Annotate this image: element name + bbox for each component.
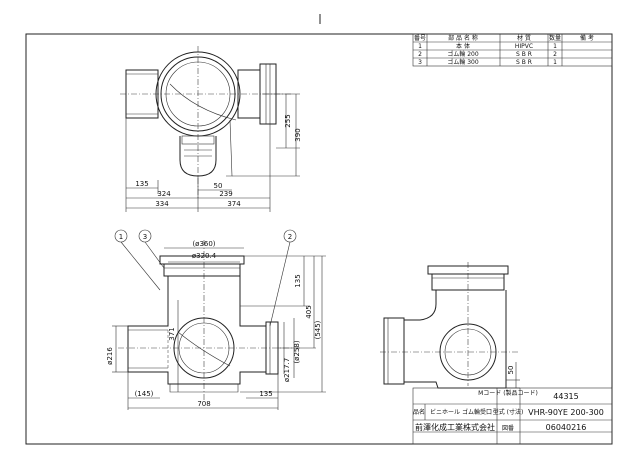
dim-50: 50: [214, 182, 223, 190]
dim-d3204: ø320.4: [192, 252, 217, 260]
title-block: Mコード (製品コード) 44315 品名 ビニホール ゴム輪受口 型式 (寸法…: [412, 387, 613, 445]
name-label: 品名: [413, 408, 425, 416]
dim-d360: (ø360): [192, 240, 215, 248]
table-row-3-material: S B R: [516, 59, 532, 66]
top-view: 255 390 135 324 50 239 334 374: [120, 46, 302, 212]
table-row-2-qty: 2: [553, 51, 557, 58]
table-row-3-qty: 1: [553, 59, 557, 66]
mcode-value: 44315: [553, 392, 578, 401]
balloon-1-label: 1: [119, 233, 123, 241]
table-row-1-no: 1: [418, 43, 422, 50]
model-label: 型式 (寸法): [493, 408, 524, 416]
dim-d258: (ø258): [293, 340, 301, 363]
table-header-no: 番号: [414, 35, 426, 42]
name-value: ビニホール ゴム輪受口: [430, 408, 492, 416]
table-row-1-name: 本 体: [456, 42, 470, 50]
balloon-2-label: 2: [288, 233, 292, 241]
dim-545: (545): [314, 320, 322, 339]
table-header-name: 部 品 名 称: [448, 34, 478, 42]
table-row-3-name: ゴム輪 300: [447, 58, 479, 66]
dim-324: 324: [157, 190, 171, 198]
company-name: 前澤化成工業株式会社: [415, 422, 495, 432]
dim-239: 239: [219, 190, 232, 198]
table-row-2-material: S B R: [516, 51, 532, 58]
dim-d216: ø216: [106, 347, 114, 365]
front-view: 1 3 2 (ø360) ø320.4: [106, 229, 326, 410]
table-row-2-name: ゴム輪 200: [447, 50, 479, 58]
dim-135-vertical: 135: [294, 274, 302, 287]
dim-side-50: 50: [507, 366, 515, 375]
balloon-3-label: 3: [143, 233, 147, 241]
table-row-1-material: HIPVC: [515, 43, 533, 50]
dim-390: 390: [294, 128, 302, 141]
dim-135: 135: [135, 180, 148, 188]
dim-334: 334: [155, 200, 169, 208]
side-view: 50: [380, 262, 520, 389]
dim-135-horizontal: 135: [259, 390, 272, 398]
table-row-1-qty: 1: [553, 43, 557, 50]
table-row-2-no: 2: [418, 51, 422, 58]
drawing-label: 図番: [502, 425, 514, 432]
table-header-material: 材 質: [517, 34, 531, 42]
dim-405: 405: [305, 305, 313, 318]
dim-708: 708: [197, 400, 210, 408]
dim-d2177: ø217.7: [283, 358, 291, 382]
mcode-label: Mコード (製品コード): [478, 389, 538, 397]
dim-371: 371: [168, 327, 176, 340]
model-value: VHR-90YE 200-300: [528, 408, 604, 417]
dim-374: 374: [227, 200, 241, 208]
table-header-qty: 数量: [549, 34, 561, 42]
parts-table: 番号 部 品 名 称 材 質 数量 備 考 1 本 体 HIPVC 1 2 ゴム…: [412, 33, 613, 67]
dim-145: (145): [135, 390, 154, 398]
dim-255: 255: [284, 114, 292, 127]
sheet-border: [25, 33, 613, 445]
table-row-3-no: 3: [418, 59, 422, 66]
table-header-note: 備 考: [580, 34, 594, 42]
drawing-number: 06040216: [546, 423, 587, 432]
